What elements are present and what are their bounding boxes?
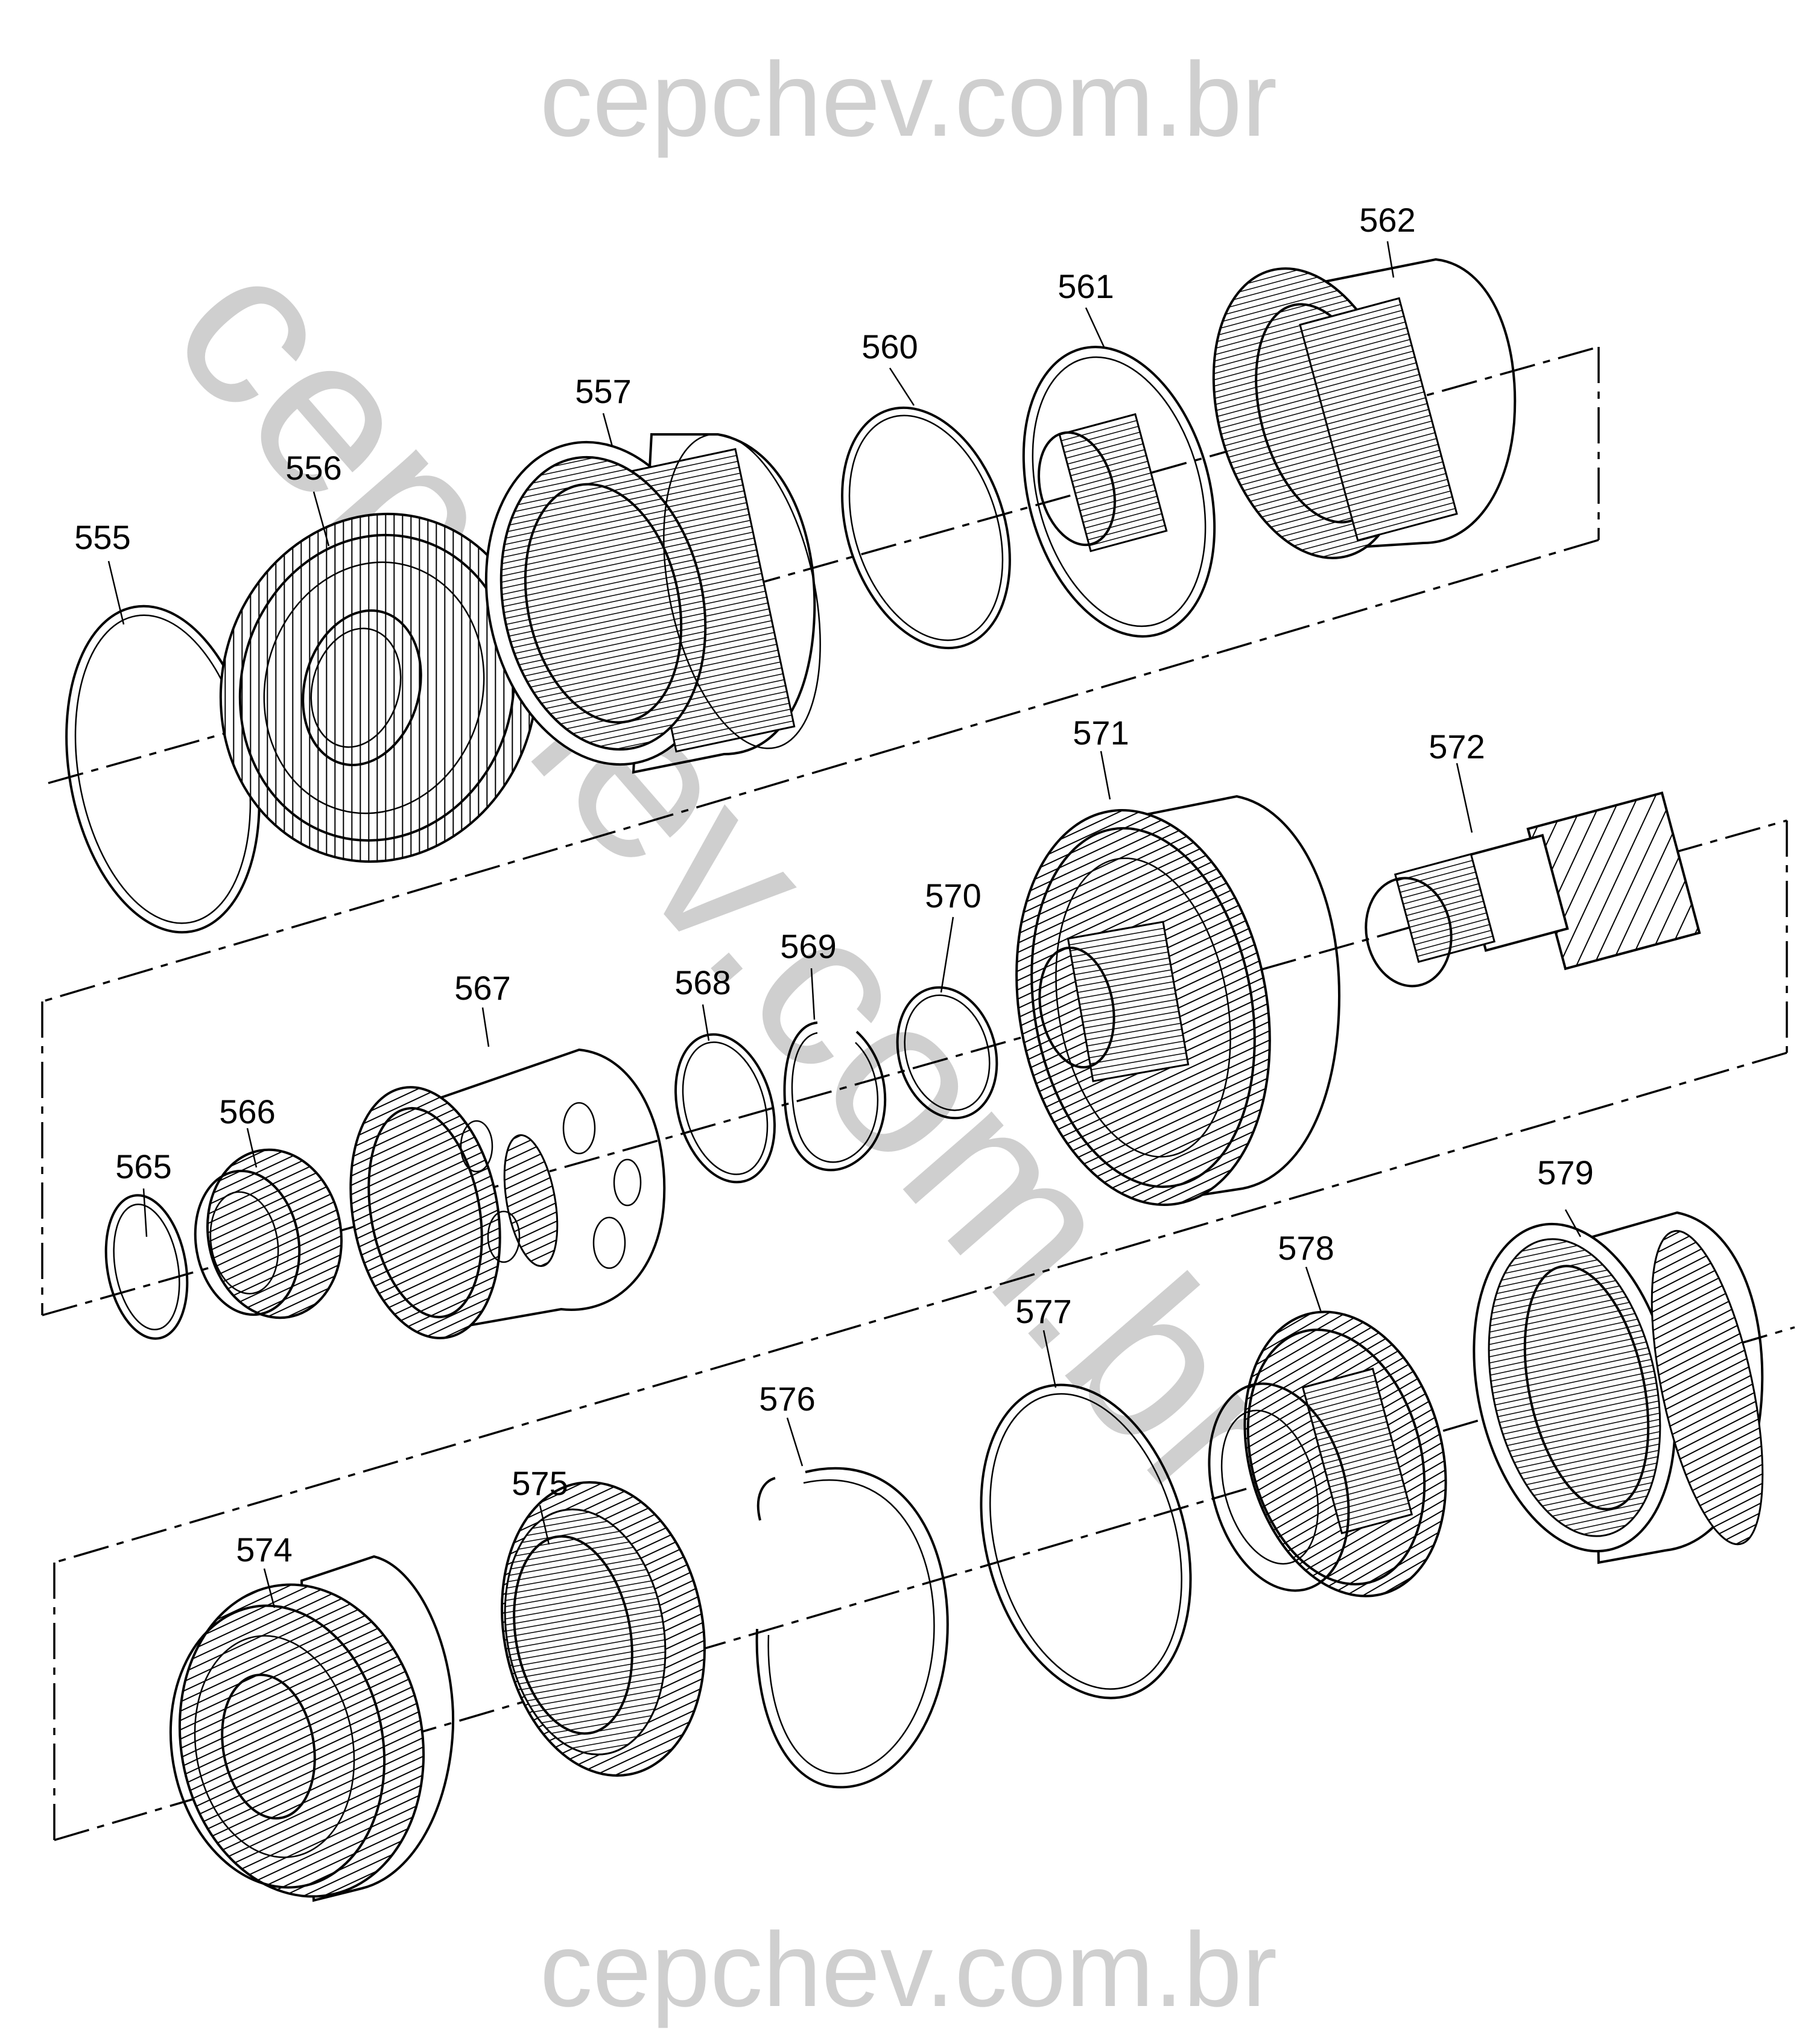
watermark-top: cepchev.com.br — [540, 41, 1277, 159]
leader-lines — [107, 241, 1582, 1608]
label-567: 567 — [454, 969, 510, 1007]
part-557-clutch-housing — [484, 433, 821, 774]
label-577: 577 — [1015, 1292, 1071, 1330]
part-578-planet-carrier — [1208, 1310, 1447, 1598]
label-578: 578 — [1278, 1229, 1334, 1267]
label-574: 574 — [236, 1531, 292, 1569]
label-569: 569 — [780, 927, 836, 965]
label-572: 572 — [1429, 728, 1485, 766]
part-575-internal-gear — [501, 1481, 706, 1777]
part-577-snap-ring — [980, 1383, 1192, 1700]
watermark-bottom: cepchev.com.br — [540, 1911, 1277, 2029]
label-557: 557 — [575, 372, 631, 410]
part-569-snap-ring — [783, 1021, 887, 1172]
part-561-hub-plate — [1022, 346, 1216, 638]
part-labels: 555 556 557 560 561 562 565 566 567 568 … — [74, 201, 1593, 1569]
label-568: 568 — [674, 963, 731, 1001]
part-568-snap-ring — [674, 1033, 776, 1184]
part-572-output-shaft — [1365, 791, 1701, 988]
label-575: 575 — [512, 1464, 568, 1502]
part-576-snap-ring — [755, 1467, 949, 1789]
part-556-ring-gear-plate — [219, 512, 539, 863]
part-574-planetary-gear — [169, 1555, 454, 1902]
part-560-snap-ring — [841, 406, 1011, 650]
part-566-one-way-clutch — [194, 1148, 343, 1319]
label-561: 561 — [1058, 267, 1114, 305]
label-576: 576 — [759, 1380, 815, 1418]
part-565-thrust-washer — [104, 1194, 189, 1340]
label-571: 571 — [1073, 714, 1129, 752]
part-571-reaction-drum — [1015, 795, 1341, 1206]
part-570-snap-ring — [896, 986, 998, 1120]
label-555: 555 — [74, 518, 130, 556]
label-570: 570 — [925, 877, 981, 915]
part-567-planet-carrier — [349, 1048, 666, 1339]
part-579-ring-gear — [1473, 1211, 1764, 1564]
label-560: 560 — [861, 328, 918, 366]
label-556: 556 — [285, 449, 341, 487]
part-562-clutch-drum — [1212, 258, 1517, 559]
label-566: 566 — [219, 1093, 275, 1131]
label-562: 562 — [1359, 201, 1415, 239]
label-565: 565 — [115, 1147, 171, 1185]
label-579: 579 — [1537, 1154, 1593, 1192]
